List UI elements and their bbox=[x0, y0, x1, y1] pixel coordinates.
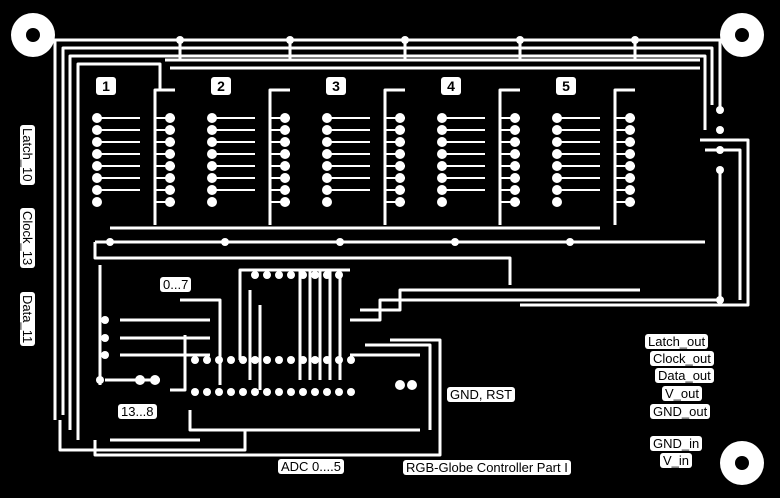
chip-number-1: 1 bbox=[96, 77, 116, 95]
label-data-out: Data_out bbox=[655, 368, 714, 383]
copper-traces bbox=[53, 38, 750, 457]
chip-number-3: 3 bbox=[326, 77, 346, 95]
label-latch-out: Latch_out bbox=[645, 334, 709, 349]
label-port-low: 13...8 bbox=[118, 404, 157, 419]
mounting-holes bbox=[11, 13, 764, 485]
microcontroller-footprint bbox=[96, 36, 724, 396]
chip-number-2: 2 bbox=[211, 77, 231, 95]
label-clock: Clock_13 bbox=[20, 208, 35, 269]
label-gnd-out: GND_out bbox=[650, 404, 711, 419]
board-title: RGB-Globe Controller Part I bbox=[403, 460, 571, 475]
chip-number-5: 5 bbox=[556, 77, 576, 95]
label-port-high: 0...7 bbox=[160, 277, 192, 292]
label-clock-out: Clock_out bbox=[650, 351, 714, 366]
label-adc: ADC 0....5 bbox=[278, 459, 344, 474]
label-latch: Latch_10 bbox=[20, 125, 35, 185]
label-data: Data_11 bbox=[20, 292, 35, 347]
label-reset: GND, RST bbox=[447, 387, 516, 402]
label-v-out: V_out bbox=[662, 386, 702, 401]
chip-number-4: 4 bbox=[441, 77, 461, 95]
shift-register-footprints bbox=[92, 113, 635, 207]
label-v-in: V_in bbox=[660, 453, 693, 468]
label-gnd-in: GND_in bbox=[650, 436, 703, 451]
